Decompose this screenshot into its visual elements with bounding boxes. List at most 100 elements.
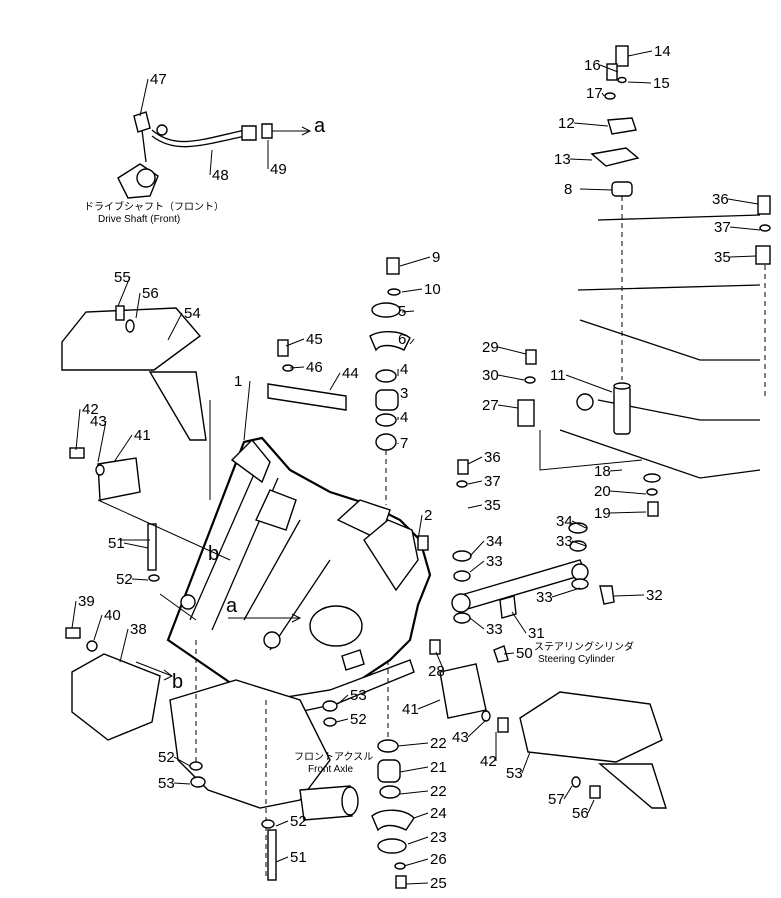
callout-number: 24 [430,805,447,822]
leader-line [71,600,77,629]
callout-number: 56 [572,805,589,822]
callout-number: 49 [270,161,287,178]
leader-line [511,611,527,634]
callout-number: 1 [234,373,242,390]
leader-line [405,882,429,885]
callout-number: 33 [486,553,503,570]
leader-line [579,188,613,191]
leader-line [497,374,525,381]
callout-number: 3 [400,385,408,402]
leader-line [397,742,429,747]
leader-line [417,699,441,710]
bolts [65,305,661,881]
leader-line [243,380,251,441]
callout-number: 36 [712,191,729,208]
caption-front-axle-en: Front Axle [308,764,353,775]
leader-line [75,408,81,451]
callout-number: 37 [714,219,731,236]
leader-line [729,255,757,258]
callout-number: 34 [556,513,573,530]
leader-line [469,540,485,557]
leader-line [503,652,515,655]
callout-number: 36 [484,449,501,466]
leader-line [167,312,183,341]
leader-line [117,276,131,307]
leader-line [209,149,213,176]
leader-line [131,578,149,581]
leader-line [173,782,191,785]
steering-pin-assembly [559,45,771,479]
leader-line [403,858,429,867]
callout-number: 26 [430,851,447,868]
callout-number: 34 [486,533,503,550]
callout-number: 14 [654,43,671,60]
callout-number: 21 [430,759,447,776]
leader-line [417,514,423,541]
center-pin-stack [369,257,411,505]
front-frame [166,436,432,719]
leader-line [627,81,652,84]
fenders-and-plates [61,307,667,809]
leader-line [599,64,619,73]
leader-line [399,766,429,773]
callout-number: 40 [104,607,121,624]
callout-number: 4 [400,409,408,426]
callout-number: 15 [653,75,670,92]
lower-pin-stack [371,660,415,889]
callout-number: 53 [158,775,175,792]
ref-letter-b: b [172,671,183,693]
leader-line [113,434,133,463]
callout-number: 11 [550,367,566,384]
callout-number: 25 [430,875,447,892]
leader-line [569,158,593,161]
callout-number: 33 [536,589,553,606]
leader-line [409,338,415,345]
callout-number: 23 [430,829,447,846]
drive-shaft-assembly [117,111,300,199]
leader-line [609,511,647,514]
leader-line [335,718,349,723]
callout-number: 45 [306,331,323,348]
callout-number: 52 [158,749,175,766]
callout-number: 54 [184,305,201,322]
callout-number: 43 [452,729,469,746]
callout-number: 33 [486,621,503,638]
callout-number: 41 [402,701,419,718]
caption-drive-shaft-en: Drive Shaft (Front) [98,214,180,225]
leader-line [613,594,645,597]
leader-line [467,504,483,509]
callout-number: 35 [714,249,731,266]
leader-line [727,198,759,205]
leader-line [93,614,103,641]
callout-number: 4 [400,361,408,378]
callout-number: 43 [90,413,107,430]
leader-line [399,790,429,795]
callout-number: 22 [430,783,447,800]
callout-number: 10 [424,281,441,298]
callout-number: 19 [594,505,611,522]
leader-line [521,751,531,774]
leader-line [467,719,487,738]
leader-line [467,456,483,465]
leader-line [119,628,129,663]
callout-number: 22 [430,735,447,752]
callout-number: 12 [558,115,575,132]
leader-line [571,520,587,529]
leader-line [435,651,445,672]
leader-line [601,92,605,97]
leader-line [413,812,429,819]
callout-number: 51 [108,535,125,552]
callout-number: 6 [398,331,406,348]
callout-number: 53 [506,765,523,782]
callout-number: 2 [424,507,432,524]
leader-line [497,404,519,409]
leader-line [337,694,349,705]
caption-steering-cyl-en: Steering Cylinder [538,654,615,665]
leader-line [571,540,587,547]
callout-number: 57 [548,791,565,808]
callout-number: 20 [594,483,611,500]
leader-line [329,372,341,391]
callout-number: 38 [130,621,147,638]
